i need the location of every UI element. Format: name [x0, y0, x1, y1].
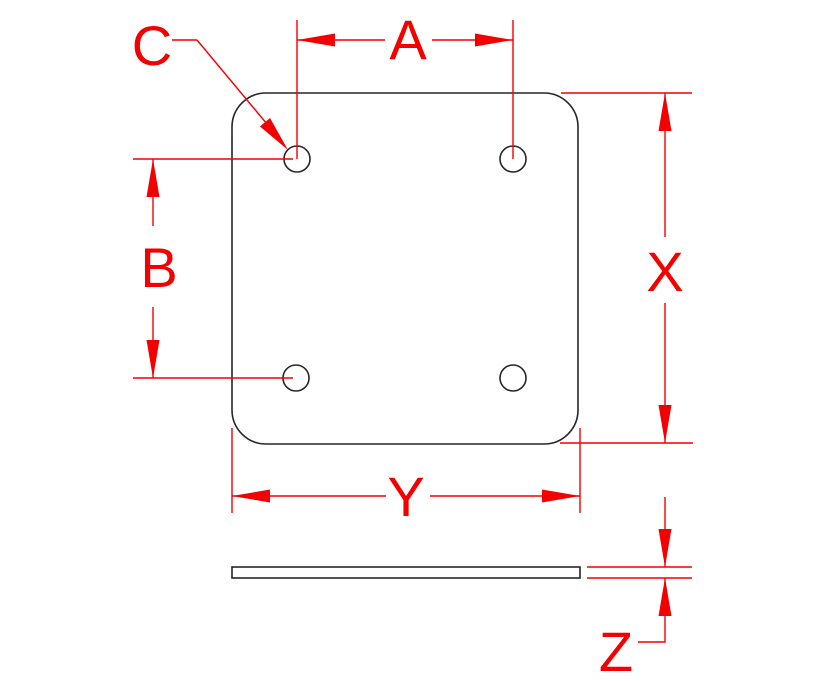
dimension-label-b: B	[140, 236, 177, 299]
plate-outline	[231, 92, 579, 445]
plate-side-view	[231, 566, 581, 579]
dimension-label-z: Z	[599, 620, 633, 681]
dim-b-arrow-up	[146, 159, 160, 197]
dim-c-arrow	[260, 118, 288, 150]
dim-z-arrow-down	[658, 529, 672, 567]
hole-bottom-right	[499, 364, 527, 392]
dimension-x: X	[560, 92, 693, 444]
dimension-label-x: X	[646, 240, 683, 303]
dimension-y: Y	[231, 428, 581, 528]
dim-a-arrow-right	[475, 33, 513, 47]
dimension-label-y: Y	[387, 465, 424, 528]
side-view-outline	[231, 566, 581, 579]
dimension-z: Z	[587, 497, 692, 681]
dimension-label-c: C	[132, 14, 172, 77]
dimension-b: B	[133, 158, 293, 379]
dimension-label-a: A	[389, 8, 427, 71]
dim-x-arrow-up	[658, 93, 672, 131]
dimension-c: C	[132, 14, 288, 150]
dim-y-arrow-right	[542, 489, 580, 503]
dim-a-arrow-left	[297, 33, 335, 47]
dim-x-arrow-down	[658, 405, 672, 443]
dim-b-arrow-down	[146, 340, 160, 378]
dim-c-leader-diagonal	[196, 39, 268, 125]
dim-z-arrow-up	[658, 578, 672, 616]
dim-y-arrow-left	[232, 489, 270, 503]
dimension-a: A	[296, 8, 514, 159]
